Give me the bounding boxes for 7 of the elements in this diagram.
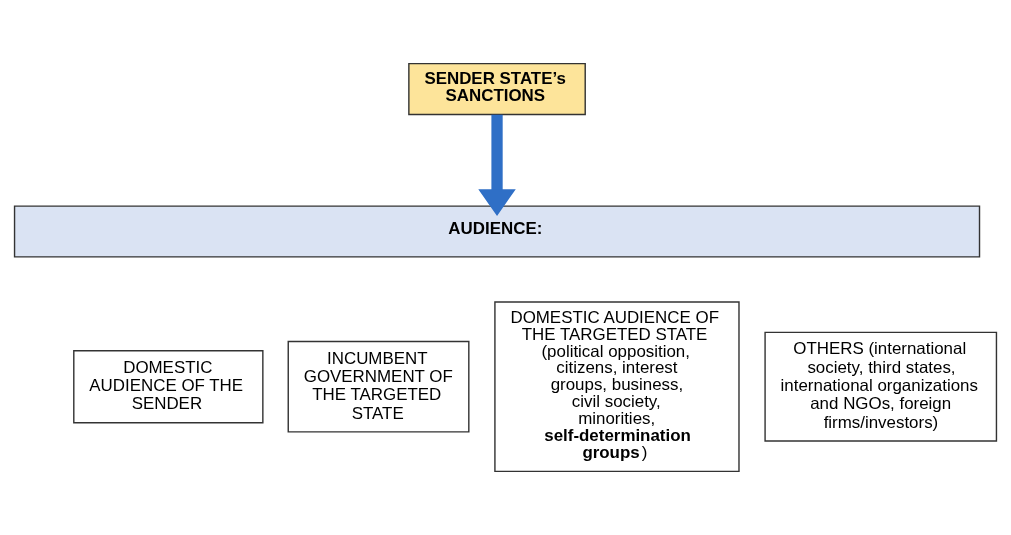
node-box: INCUMBENT GOVERNMENT OF THE TARGETED STATE [287, 340, 470, 433]
node-box: DOMESTIC AUDIENCE OF THE TARGETED STATE (political opposition, citizens, interest groups, business, civil society, minorities, self-determination groups) [494, 301, 740, 473]
arrow [478, 114, 516, 216]
node-box: OTHERS (international society, third states, international organizations and NGOs, foreign firms/investors) [764, 331, 998, 442]
node-box: AUDIENCE: [13, 205, 981, 258]
node-box: SENDER STATE’s SANCTIONS [408, 62, 586, 116]
node-box: DOMESTIC AUDIENCE OF THE SENDER [73, 350, 264, 424]
